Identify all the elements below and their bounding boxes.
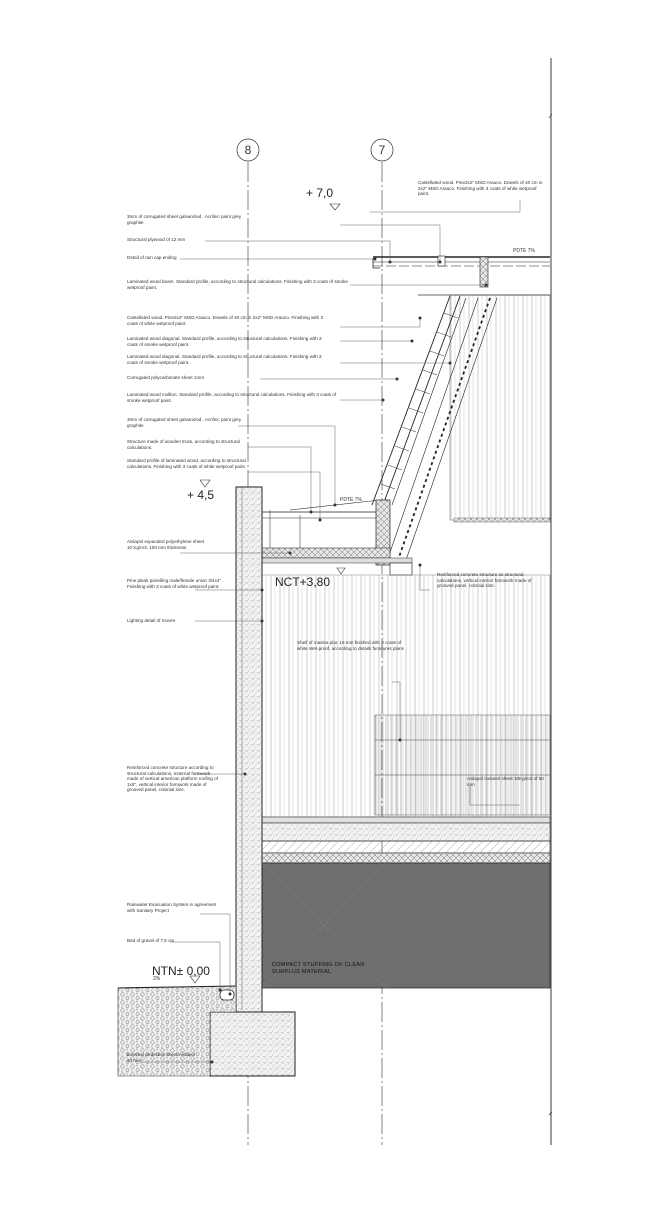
floor-subbase — [261, 852, 551, 864]
note-lighting: Lighting detail of moves — [127, 618, 176, 623]
note-corrugated-sheet: 3mm of corrugated sheet galvanized . Acr… — [127, 214, 242, 225]
note-diagonal-2: Laminated wood diagonal. Standard profil… — [127, 354, 322, 365]
level-marker-000 — [189, 975, 201, 984]
rainwater-drain — [219, 989, 235, 1001]
upper-cladding — [449, 294, 551, 521]
note-laminated-beam: Laminated wood beam. Standard profile, a… — [127, 279, 348, 290]
note-compact-stuffing: Compact stuffing of clean surplus materi… — [272, 962, 365, 975]
note-mullion: Laminated wood mullion. Standard profile… — [127, 392, 337, 403]
note-aislapol: Aislapol expanded polyethylene sheet 10 … — [127, 539, 205, 550]
level-top: + 7,0 — [306, 186, 334, 200]
note-pine-plank: Pine plank panelling male/female union 3… — [127, 578, 224, 589]
note-shelf: Shelf of masisa plac 18 mm finished with… — [297, 640, 404, 651]
leader-lines — [140, 200, 521, 1063]
slope-ground: 2% — [153, 976, 161, 982]
note-diagonal-1: Laminated wood diagonal. Standard profil… — [127, 336, 322, 347]
glazing-rungs — [380, 312, 459, 490]
axis-label-7: 7 — [378, 143, 386, 157]
note-polycarbonate: Corrugated polycarbonate sheet 1mm — [127, 375, 205, 380]
level-ntn: NTN± 0,00 — [152, 964, 210, 978]
level-marker-380 — [336, 567, 346, 575]
note-gravel-bed: Bed of gravel of 7,5 cm — [127, 938, 175, 943]
slope-roof: PDTE 7% — [513, 248, 535, 254]
slope-eave: PDTE 7% — [340, 497, 362, 503]
beam-end — [389, 562, 413, 576]
shelf-unit — [374, 714, 551, 816]
roof-assembly — [372, 255, 550, 288]
floor-gravel — [261, 840, 551, 854]
note-concrete-structure: Reinforced concrete structure according … — [127, 765, 218, 793]
note-wooden-truss: Structure made of wooden truss, accordin… — [127, 439, 240, 450]
plank-panel — [261, 557, 413, 564]
concrete-wall — [235, 486, 263, 1013]
note-corrugated-sheet-2: 3mm of corrugated sheet galvanized . Acr… — [127, 417, 242, 428]
note-standard-profile: Standard profile of laminated wood, acco… — [127, 458, 246, 469]
axis-label-8: 8 — [244, 143, 252, 157]
level-marker-45 — [199, 479, 211, 488]
sloped-facade — [371, 295, 498, 561]
foundation-footing — [209, 1011, 296, 1077]
floor-finish — [261, 816, 551, 824]
note-castellated-right: Castellated wood. Pine2x2" MSD Arauco. D… — [418, 180, 543, 197]
floor-slab — [261, 822, 551, 842]
level-nct: NCT+3,80 — [275, 575, 331, 589]
level-marker-7 — [329, 203, 341, 211]
note-rainwater: Rainwater Evacuation System in agreement… — [127, 902, 217, 913]
note-castellated-wood: Castellated wood. Pine2x2" MSD Arauco. D… — [127, 315, 324, 326]
axis-bubble-8 — [236, 138, 260, 162]
note-aislapol-right: Aislapol isolated sheet 10Kg/m3 of 50 mm — [467, 776, 544, 787]
compact-stuffing — [261, 862, 551, 989]
axis-bubble-7 — [370, 138, 394, 162]
note-structural-plywood: Structural plywood of 12 mm — [127, 237, 186, 242]
note-concrete-right: Reinforced concrete structure as structu… — [437, 572, 532, 589]
note-rain-cap: Detail of rain cap ending — [127, 255, 177, 260]
level-mid: + 4,5 — [187, 488, 215, 502]
note-external-protection: External protection sheet Aislapol 20 mm — [127, 1052, 195, 1063]
leader-dots — [210, 257, 488, 1064]
